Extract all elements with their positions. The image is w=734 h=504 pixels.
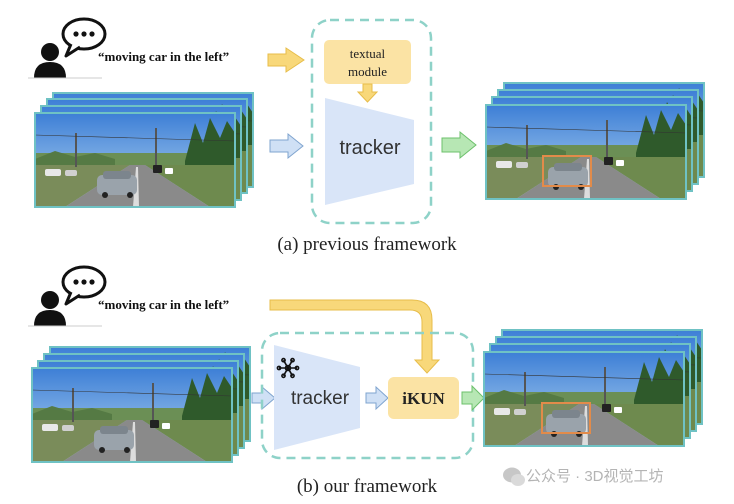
tracker-b	[274, 345, 360, 450]
tracker-a	[325, 98, 414, 205]
input-frame-stack-b	[31, 346, 251, 463]
textual-module-line2: module	[348, 64, 387, 79]
arrow-blue-b	[251, 385, 276, 411]
panel-a: “moving car in the left” textual module …	[28, 17, 705, 255]
input-frame-stack-a	[34, 92, 254, 208]
snowflake-icon	[276, 357, 300, 379]
caption-b: (b) our framework	[297, 476, 438, 497]
detection-box-a	[542, 155, 592, 187]
tracker-b-label: tracker	[291, 388, 350, 409]
ikun-label: iKUN	[402, 389, 445, 408]
wechat-icon	[503, 467, 525, 486]
quote-b: “moving car in the left”	[98, 297, 229, 312]
textual-module-line1: textual	[350, 46, 386, 61]
textual-module-box	[324, 40, 411, 84]
output-frame-stack-b	[483, 329, 703, 447]
arrow-down-module	[356, 83, 379, 103]
detection-box-b	[541, 402, 591, 434]
arrow-yellow-a	[267, 47, 305, 73]
watermark-text: 公众号 · 3D视觉工坊	[526, 468, 664, 485]
watermark: 公众号 · 3D视觉工坊	[503, 467, 664, 486]
arrow-green-b	[461, 384, 485, 412]
person-icon	[34, 43, 66, 78]
arrow-blue-a	[269, 132, 304, 160]
dashed-container-a	[310, 18, 433, 225]
person-icon	[34, 291, 66, 326]
arrow-blue-b2	[365, 385, 389, 411]
ikun-box	[388, 377, 459, 419]
panel-b: “moving car in the left” tra	[28, 265, 703, 497]
quote-a: “moving car in the left”	[98, 49, 229, 64]
caption-a: (a) previous framework	[277, 234, 457, 255]
output-frame-stack-a	[485, 82, 705, 200]
tracker-a-label: tracker	[339, 137, 400, 159]
arrow-yellow-b	[269, 299, 441, 374]
arrow-green-a	[441, 130, 477, 160]
